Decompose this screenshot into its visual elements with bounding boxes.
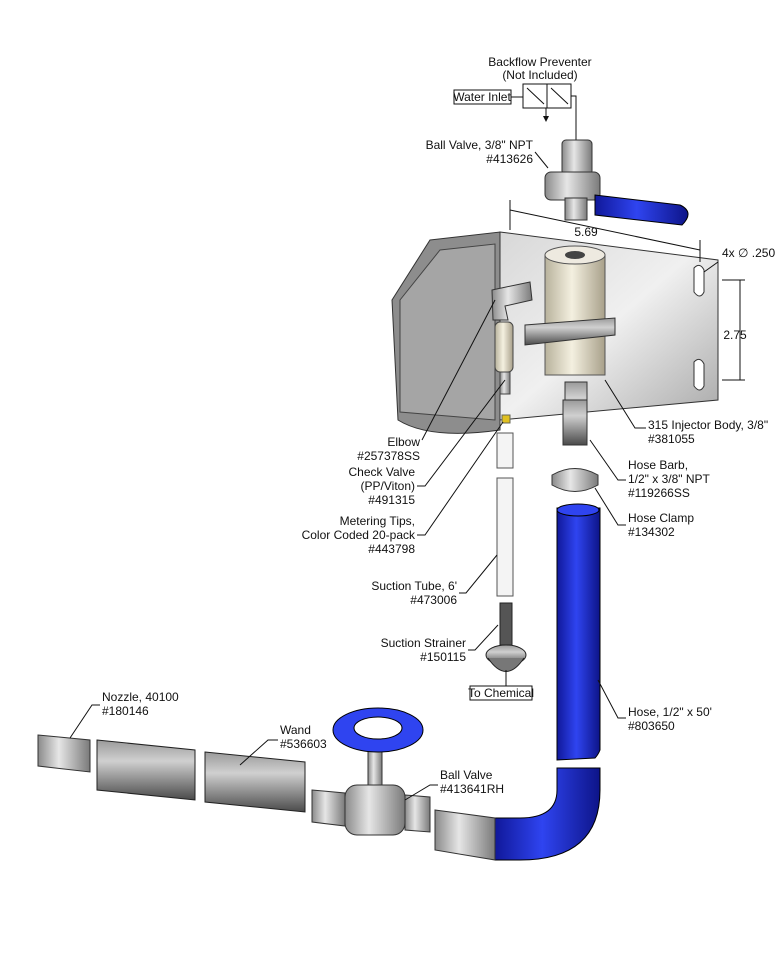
height-dimension: 2.75 — [723, 328, 747, 342]
dimensions: 5.69 4x ∅ .250 2.75 — [509, 200, 775, 381]
check-valve-label: Check Valve — [349, 465, 416, 479]
metering-tips-label: Metering Tips, — [340, 514, 415, 528]
elbow-label: Elbow — [387, 435, 420, 449]
hose-barb-part: #119266SS — [628, 486, 690, 500]
elbow-check-valve — [491, 281, 533, 424]
suction-tube-part: #473006 — [410, 593, 457, 607]
elbow-part: #257378SS — [357, 449, 420, 463]
metering-tips-desc: Color Coded 20-pack — [302, 528, 416, 542]
ball-valve-inlet-label: Ball Valve, 3/8" NPT — [426, 138, 534, 152]
hose-part: #803650 — [628, 719, 675, 733]
to-chemical-label: To Chemical — [468, 686, 534, 700]
backflow-preventer: Backflow Preventer (Not Included) Water … — [453, 55, 592, 140]
wand-label: Wand — [280, 723, 311, 737]
injector-body-label: 315 Injector Body, 3/8" — [648, 418, 768, 432]
water-inlet-label: Water Inlet — [453, 90, 511, 104]
backflow-label: Backflow Preventer — [488, 55, 591, 69]
left-callouts: Elbow #257378SS Check Valve (PP/Viton) #… — [302, 299, 506, 664]
check-valve-material: (PP/Viton) — [361, 479, 415, 493]
hose-assembly: Hose Barb, 1/2" x 3/8" NPT #119266SS Hos… — [494, 399, 712, 861]
hole-dimension: 4x ∅ .250 — [722, 246, 775, 260]
suction-strainer-part: #150115 — [420, 650, 466, 664]
suction-tube-label: Suction Tube, 6' — [371, 579, 457, 593]
to-chemical-box — [469, 685, 533, 701]
wand-part: #536603 — [280, 737, 327, 751]
ball-valve-outlet-part: #413641RH — [440, 782, 504, 796]
suction-tube: To Chemical — [468, 432, 534, 701]
hose-barb-size: 1/2" x 3/8" NPT — [628, 472, 711, 486]
nozzle-label: Nozzle, 40100 — [102, 690, 179, 704]
backflow-note: (Not Included) — [502, 68, 577, 82]
suction-strainer-label: Suction Strainer — [381, 636, 466, 650]
hose-barb-label: Hose Barb, — [628, 458, 688, 472]
ball-valve-inlet-part: #413626 — [486, 152, 533, 166]
ball-valve-outlet-label: Ball Valve — [440, 768, 493, 782]
check-valve-part: #491315 — [368, 493, 415, 507]
metering-tips-part: #443798 — [368, 542, 415, 556]
hose-clamp-label: Hose Clamp — [628, 511, 694, 525]
nozzle-part: #180146 — [102, 704, 149, 718]
wand-assembly: Nozzle, 40100 #180146 Wand #536603 Ball … — [37, 690, 504, 861]
hose-clamp-part: #134302 — [628, 525, 675, 539]
width-dimension: 5.69 — [574, 225, 598, 239]
ball-valve-inlet: Ball Valve, 3/8" NPT #413626 — [426, 138, 689, 226]
hose-label: Hose, 1/2" x 50' — [628, 705, 712, 719]
injector-body-part: #381055 — [648, 432, 695, 446]
